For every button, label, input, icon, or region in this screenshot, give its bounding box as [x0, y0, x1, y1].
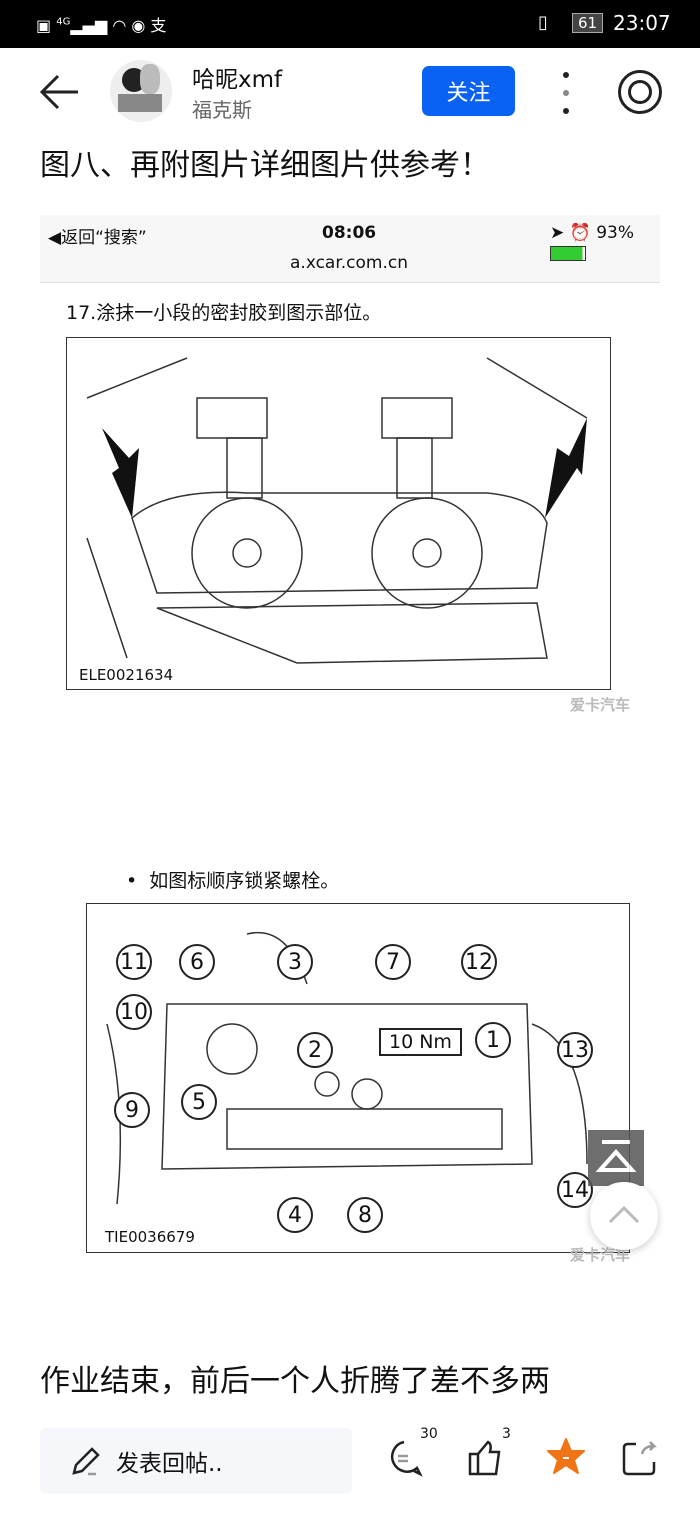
pencil-icon — [72, 1447, 100, 1476]
more-options-icon[interactable] — [556, 70, 576, 114]
record-icon[interactable] — [618, 70, 662, 114]
author-name[interactable]: 哈昵xmf — [192, 67, 283, 93]
comments-count: 30 — [420, 1426, 438, 1442]
bolt-number: 3 — [277, 944, 313, 980]
reply-input[interactable]: 发表回帖.. — [40, 1428, 352, 1494]
torque-label: 10 Nm — [379, 1028, 462, 1056]
embedded-back-link: ◀返回“搜索” — [48, 228, 147, 248]
closing-text: 作业结束，前后一个人折腾了差不多两 — [40, 1364, 550, 1399]
bolt-sequence-figure: 1 2 3 4 5 6 7 8 9 10 11 12 13 14 10 Nm T… — [86, 903, 630, 1253]
status-left-icons: ▣ 4G▂▄▆ ◠ ◉ 支 — [36, 16, 167, 35]
cylinder-head-drawing — [106, 931, 588, 1205]
comment-icon — [390, 1440, 423, 1477]
figure1-code: ELE0021634 — [79, 666, 174, 684]
scroll-up-button[interactable] — [590, 1182, 658, 1250]
like-button[interactable]: 3 — [466, 1426, 511, 1478]
network-type: 4G — [56, 16, 71, 28]
reply-placeholder: 发表回帖.. — [116, 1451, 223, 1477]
bolt-number: 14 — [557, 1172, 593, 1208]
avatar[interactable] — [110, 60, 172, 122]
bolt-number: 8 — [347, 1197, 383, 1233]
embedded-browser-bar: ◀返回“搜索” 08:06 ➤ ⏰ 93% a.xcar.com.cn — [40, 215, 660, 283]
follow-button[interactable]: 关注 — [422, 66, 515, 116]
bolt-number: 7 — [375, 944, 411, 980]
battery-indicator: 61 — [572, 13, 604, 33]
bullet-text: • 如图标顺序锁紧螺栓。 — [126, 870, 340, 892]
watermark-1: 爱卡汽车 — [570, 696, 631, 714]
share-icon[interactable] — [620, 1438, 660, 1478]
bolt-number: 11 — [116, 944, 152, 980]
author-subtitle: 福克斯 — [192, 98, 252, 122]
bolt-number: 4 — [277, 1197, 313, 1233]
bolt-number: 9 — [114, 1092, 150, 1128]
back-arrow-icon[interactable] — [40, 74, 80, 110]
thumbs-up-icon — [468, 1440, 501, 1476]
status-bar: ▣ 4G▂▄▆ ◠ ◉ 支 ▯ 61 23:07 — [0, 0, 700, 48]
clock: 23:07 — [613, 11, 671, 35]
bolt-number: 13 — [557, 1032, 593, 1068]
bolt-number: 10 — [116, 994, 152, 1030]
figure2-code: TIE0036679 — [105, 1228, 195, 1246]
scroll-top-button[interactable] — [588, 1130, 644, 1186]
step-text: 17.涂抹一小段的密封胶到图示部位。 — [66, 302, 382, 324]
bullet-text-label: 如图标顺序锁紧螺栓。 — [149, 870, 340, 892]
embedded-time: 08:06 — [322, 223, 377, 243]
embedded-url: a.xcar.com.cn — [290, 253, 409, 273]
timing-chain-drawing — [86, 357, 588, 664]
bolt-number: 1 — [475, 1022, 511, 1058]
comments-button[interactable]: 30 — [384, 1426, 438, 1478]
watermark-2: 爱卡汽车 — [570, 1246, 631, 1264]
embedded-battery: ➤ ⏰ 93% — [550, 223, 660, 263]
bolt-number: 2 — [297, 1032, 333, 1068]
timing-chain-figure: ELE0021634 — [66, 337, 611, 690]
favorite-star-icon[interactable] — [546, 1436, 586, 1476]
bolt-number: 5 — [181, 1084, 217, 1120]
bolt-number: 6 — [179, 944, 215, 980]
embedded-battery-text: 93% — [596, 223, 635, 243]
bolt-number: 12 — [461, 944, 497, 980]
vibrate-icon: ▯ — [538, 12, 548, 33]
likes-count: 3 — [502, 1426, 511, 1442]
post-heading: 图八、再附图片详细图片供参考！ — [40, 148, 490, 183]
